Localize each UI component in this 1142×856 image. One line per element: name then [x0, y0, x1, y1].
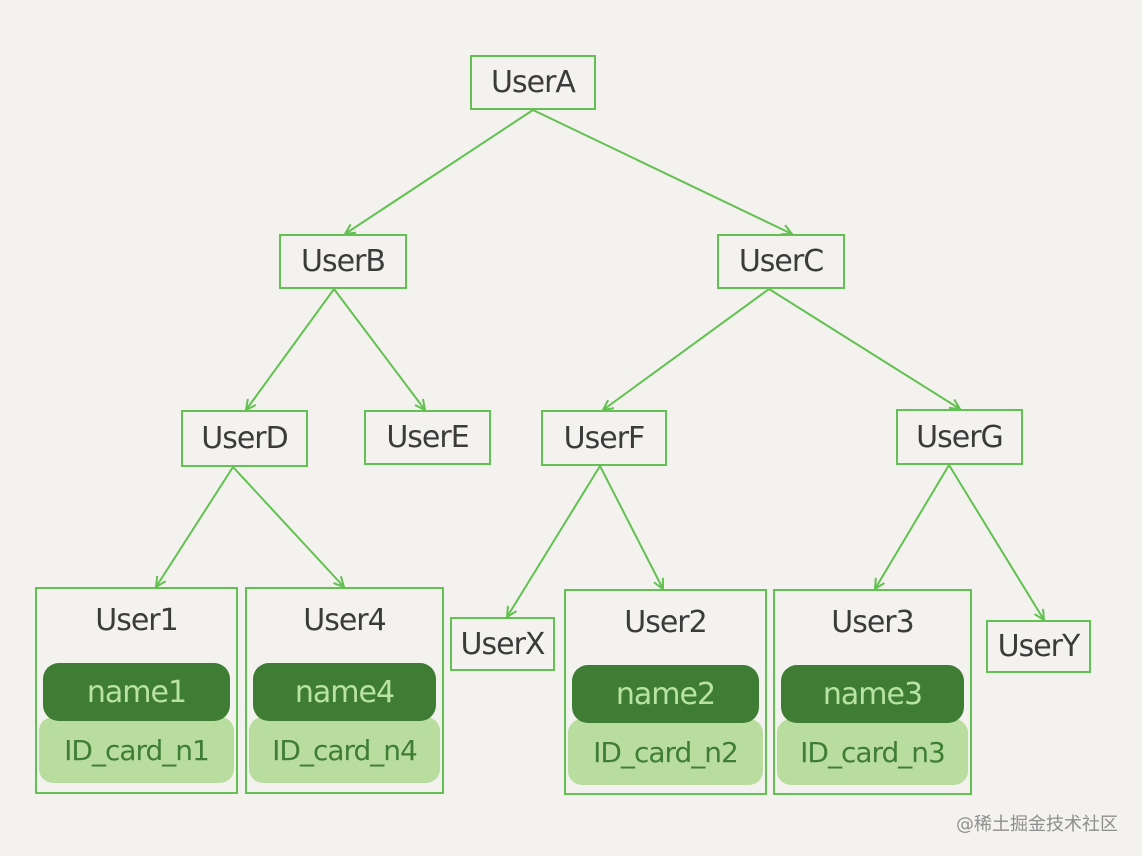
edge-d-1: [156, 466, 234, 587]
edge-d-4: [232, 466, 344, 587]
node-usere: UserE: [364, 410, 491, 465]
node-usery: UserY: [986, 620, 1091, 673]
name-field: name2: [572, 665, 759, 723]
edge-b-d: [246, 288, 335, 410]
id-card-field: ID_card_n1: [39, 717, 234, 783]
id-card-field: ID_card_n3: [777, 719, 968, 785]
watermark: @稀土掘金技术社区: [956, 814, 1118, 835]
node-userb: UserB: [279, 234, 407, 289]
edge-c-g: [768, 288, 960, 409]
node-userg: UserG: [896, 409, 1023, 465]
edge-a-b: [345, 109, 534, 234]
leaf-user1: User1 name1 ID_card_n1: [35, 587, 238, 794]
edge-b-e: [333, 288, 425, 410]
name-field: name3: [781, 665, 964, 723]
node-userx: UserX: [450, 617, 555, 671]
leaf-user4: User4 name4 ID_card_n4: [245, 587, 444, 794]
id-card-field: ID_card_n2: [568, 719, 763, 785]
leaf-user2: User2 name2 ID_card_n2: [564, 589, 767, 795]
id-card-field: ID_card_n4: [249, 717, 440, 783]
leaf-title: User1: [95, 603, 178, 638]
name-field: name1: [43, 663, 230, 721]
edge-c-f: [603, 288, 770, 410]
node-userf: UserF: [541, 410, 667, 466]
leaf-title: User4: [303, 603, 386, 638]
leaf-user3: User3 name3 ID_card_n3: [773, 589, 972, 795]
node-userd: UserD: [181, 410, 308, 467]
node-usera: UserA: [470, 55, 596, 110]
leaf-title: User3: [831, 605, 914, 640]
node-userc: UserC: [717, 234, 845, 289]
edge-f-x: [507, 465, 601, 617]
edge-g-3: [875, 464, 950, 589]
edge-g-y: [948, 464, 1044, 620]
edge-f-2: [599, 465, 663, 589]
edge-a-c: [532, 109, 792, 234]
leaf-title: User2: [624, 605, 707, 640]
name-field: name4: [253, 663, 436, 721]
